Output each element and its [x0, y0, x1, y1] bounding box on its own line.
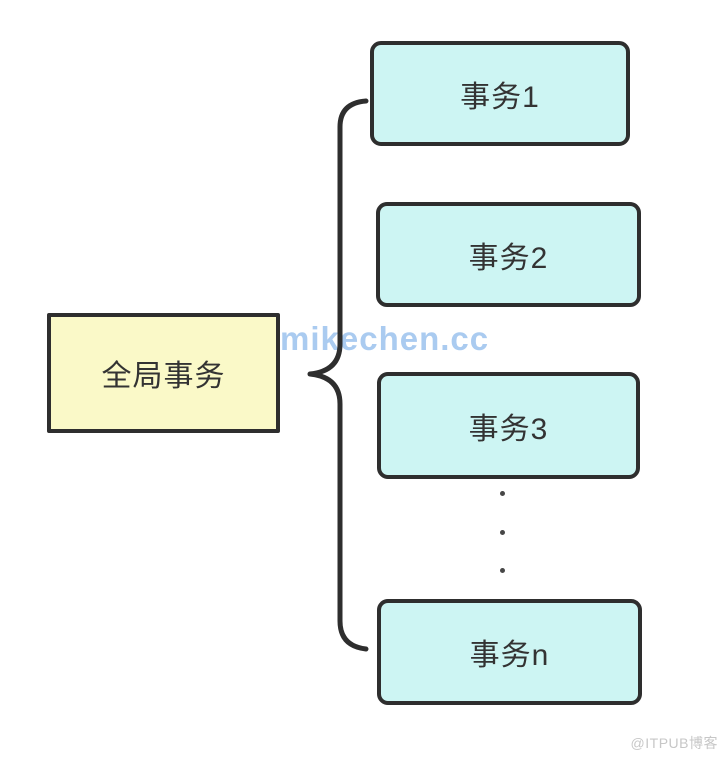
ellipsis-dot [500, 530, 505, 535]
ellipsis-dot [500, 491, 505, 496]
node-transaction-2-label: 事务2 [468, 241, 549, 275]
node-global-transaction-label: 全局事务 [101, 360, 226, 393]
node-transaction-3: 事务3 [377, 372, 640, 479]
footer-credit: @ITPUB博客 [630, 735, 718, 751]
node-transaction-2: 事务2 [376, 202, 641, 307]
node-transaction-1: 事务1 [370, 41, 630, 146]
curly-brace-path [307, 98, 369, 652]
node-global-transaction: 全局事务 [47, 313, 280, 433]
node-transaction-n: 事务n [377, 599, 642, 705]
watermark-text: mikechen.cc [280, 320, 490, 357]
node-transaction-n-label: 事务n [469, 639, 550, 672]
node-transaction-3-label: 事务3 [468, 412, 549, 446]
ellipsis-dot [500, 568, 505, 573]
node-transaction-1-label: 事务1 [460, 80, 540, 114]
curly-brace-connector [307, 98, 369, 652]
